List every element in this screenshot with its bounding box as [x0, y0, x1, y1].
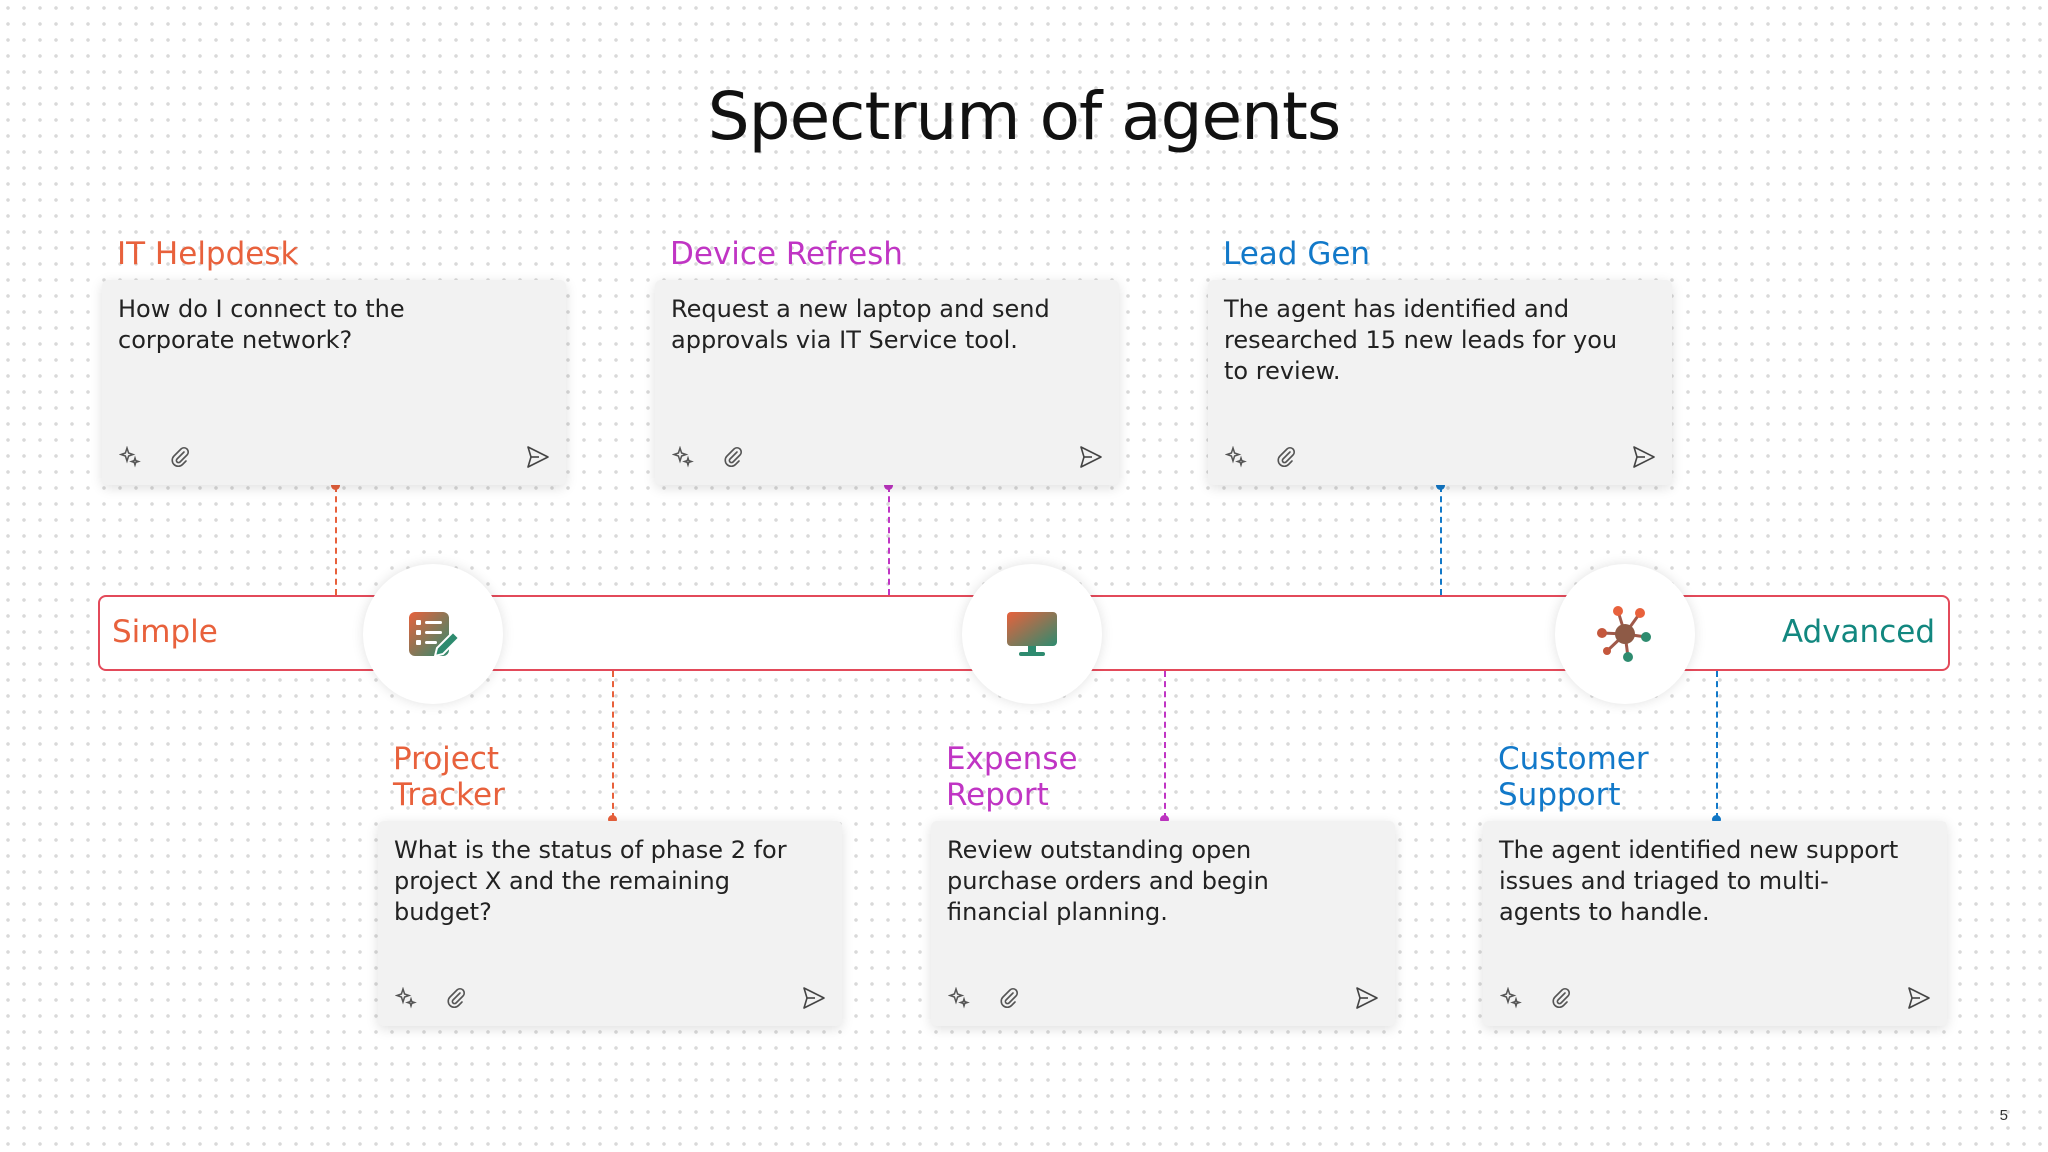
- agent-prompt: What is the status of phase 2 for projec…: [394, 836, 787, 926]
- send-icon[interactable]: [1630, 443, 1658, 471]
- sparkle-icon[interactable]: [392, 984, 420, 1012]
- agent-card-it-helpdesk: How do I connect to the corporate networ…: [102, 280, 566, 485]
- agent-title-lead-gen: Lead Gen: [1223, 236, 1371, 272]
- agent-prompt: How do I connect to the corporate networ…: [118, 295, 405, 354]
- agent-title-device-refresh: Device Refresh: [670, 236, 903, 272]
- connector-dot: [1436, 481, 1445, 490]
- sparkle-icon[interactable]: [1497, 984, 1525, 1012]
- send-icon[interactable]: [524, 443, 552, 471]
- agent-card-device-refresh: Request a new laptop and send approvals …: [655, 280, 1119, 485]
- agent-title-project-tracker: Project Tracker: [393, 741, 505, 813]
- agent-prompt: The agent has identified and researched …: [1224, 295, 1618, 385]
- agent-title-customer-support: Customer Support: [1498, 741, 1649, 813]
- paperclip-icon[interactable]: [719, 443, 747, 471]
- connector-dot: [884, 481, 893, 490]
- connector-dot: [331, 481, 340, 490]
- paperclip-icon[interactable]: [442, 984, 470, 1012]
- agent-title-expense-report: Expense Report: [946, 741, 1078, 813]
- connector-lead-gen: [1440, 486, 1442, 595]
- sparkle-icon[interactable]: [945, 984, 973, 1012]
- agent-prompt: Request a new laptop and send approvals …: [671, 295, 1050, 354]
- slide-title: Spectrum of agents: [707, 78, 1341, 155]
- sparkle-icon[interactable]: [1222, 443, 1250, 471]
- spectrum-simple-label: Simple: [112, 614, 218, 650]
- spectrum-advanced-label: Advanced: [1781, 614, 1935, 650]
- sparkle-icon[interactable]: [116, 443, 144, 471]
- paperclip-icon[interactable]: [1272, 443, 1300, 471]
- send-icon[interactable]: [800, 984, 828, 1012]
- send-icon[interactable]: [1905, 984, 1933, 1012]
- connector-customer-support: [1716, 671, 1718, 819]
- connector-project-tracker: [612, 671, 614, 819]
- agent-card-expense-report: Review outstanding open purchase orders …: [931, 821, 1395, 1026]
- send-icon[interactable]: [1077, 443, 1105, 471]
- paperclip-icon[interactable]: [995, 984, 1023, 1012]
- connector-dot: [1712, 815, 1721, 824]
- paperclip-icon[interactable]: [1547, 984, 1575, 1012]
- connector-device-refresh: [888, 486, 890, 595]
- network-nodes-icon: [1555, 564, 1695, 704]
- connector-dot: [1160, 815, 1169, 824]
- connector-it-helpdesk: [335, 486, 337, 595]
- connector-expense-report: [1164, 671, 1166, 819]
- agent-prompt: The agent identified new support issues …: [1499, 836, 1899, 926]
- sparkle-icon[interactable]: [669, 443, 697, 471]
- page-number: 5: [1999, 1107, 2008, 1124]
- agent-card-customer-support: The agent identified new support issues …: [1483, 821, 1947, 1026]
- agent-prompt: Review outstanding open purchase orders …: [947, 836, 1269, 926]
- agent-title-it-helpdesk: IT Helpdesk: [117, 236, 299, 272]
- agent-card-project-tracker: What is the status of phase 2 for projec…: [378, 821, 842, 1026]
- connector-dot: [608, 815, 617, 824]
- send-icon[interactable]: [1353, 984, 1381, 1012]
- agent-card-lead-gen: The agent has identified and researched …: [1208, 280, 1672, 485]
- paperclip-icon[interactable]: [166, 443, 194, 471]
- task-list-pencil-icon: [363, 564, 503, 704]
- monitor-icon: [962, 564, 1102, 704]
